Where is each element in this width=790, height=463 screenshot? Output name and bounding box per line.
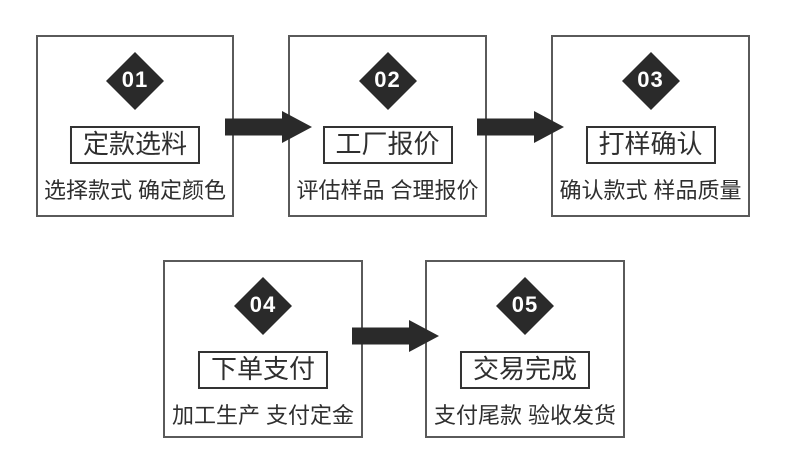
step-title: 打样确认 <box>585 126 716 164</box>
step-subtitle: 支付尾款 验收发货 <box>433 403 617 428</box>
step-5-badge: 05 <box>427 277 623 335</box>
step-box-1: 01 定款选料 选择款式 确定颜色 <box>36 35 234 217</box>
step-box-3: 03 打样确认 确认款式 样品质量 <box>551 35 750 217</box>
step-number: 05 <box>511 291 539 317</box>
step-number: 02 <box>374 66 401 92</box>
arrow-right-icon-step1-step2 <box>225 110 313 144</box>
step-title: 交易完成 <box>459 351 591 389</box>
step-title: 工厂报价 <box>322 126 453 164</box>
step-1-badge: 01 <box>38 52 232 110</box>
step-title: 定款选料 <box>69 126 201 164</box>
step-box-5: 05 交易完成 支付尾款 验收发货 <box>425 260 625 438</box>
arrow-right-icon-step4-step5 <box>352 319 440 353</box>
step-title: 下单支付 <box>197 351 329 389</box>
step-box-4: 04 下单支付 加工生产 支付定金 <box>163 260 363 438</box>
step-3-badge: 03 <box>553 52 748 110</box>
step-box-2: 02 工厂报价 评估样品 合理报价 <box>288 35 487 217</box>
step-number: 03 <box>637 66 664 92</box>
step-2-badge: 02 <box>290 52 485 110</box>
step-subtitle: 加工生产 支付定金 <box>171 403 355 428</box>
step-subtitle: 评估样品 合理报价 <box>296 178 479 203</box>
step-4-badge: 04 <box>165 277 361 335</box>
step-subtitle: 确认款式 样品质量 <box>559 178 742 203</box>
step-number: 01 <box>121 66 149 92</box>
arrow-right-icon-step2-step3 <box>477 110 565 144</box>
step-number: 04 <box>249 291 277 317</box>
step-subtitle: 选择款式 确定颜色 <box>43 178 227 203</box>
